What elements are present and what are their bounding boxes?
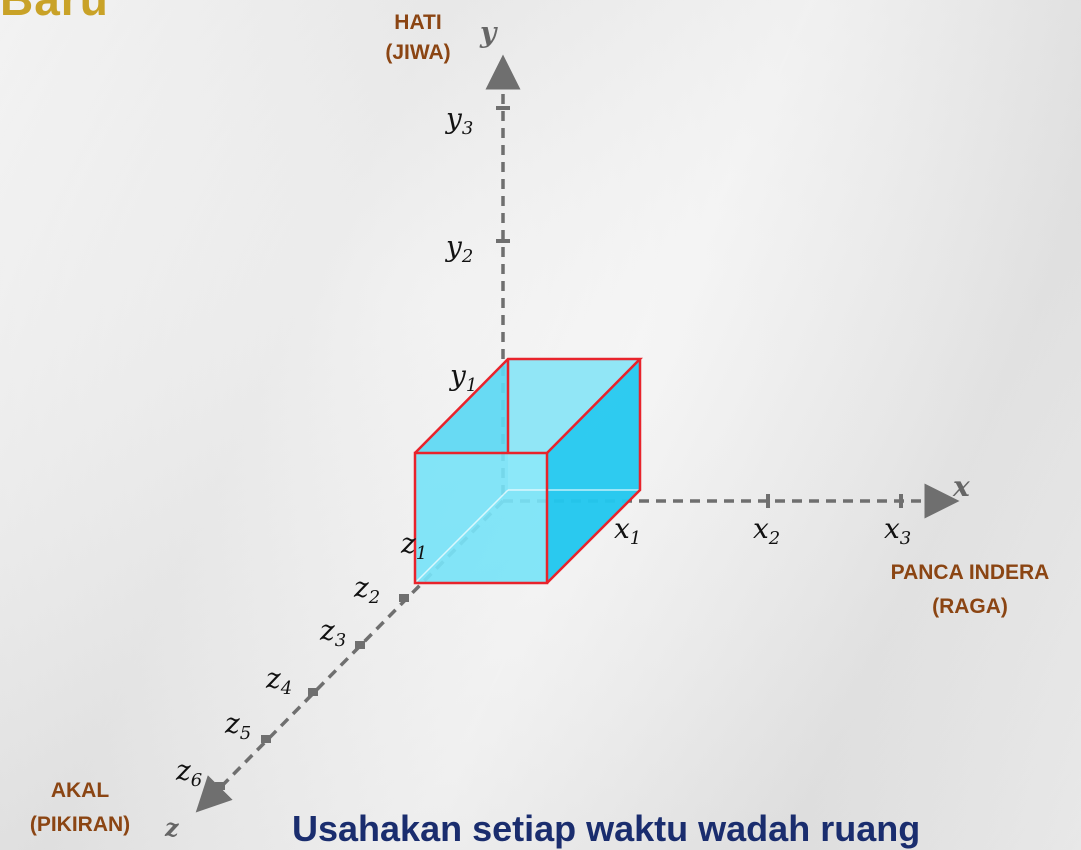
x-ticks [766,494,903,508]
x-axis-category-label: PANCA INDERA (RAGA) [860,560,1080,620]
x1-label: x1 [614,512,641,549]
corner-title: Baru [0,0,109,26]
x2-label: x2 [753,512,780,549]
z1-label: z1 [400,527,427,564]
z-tick-3 [355,641,365,649]
box-red-edges [413,357,643,585]
z-tick-5 [261,735,271,743]
z2-label: z2 [353,571,380,608]
z-tick-2 [399,594,409,602]
z5-label: z5 [224,707,251,744]
cuboid-box [413,357,643,585]
y2-label: y2 [444,230,473,267]
box-right-outline [546,359,642,584]
box-top-outline [414,357,643,454]
y-axis-label-line2: (JIWA) [385,41,451,64]
z-tick-4 [308,688,318,696]
bottom-caption: Usahakan setiap waktu wadah ruang [292,808,921,849]
y-axis-category-label: HATI (JIWA) [368,10,468,66]
z-axis-label-line1: AKAL [50,779,110,802]
y3-label: y3 [444,102,473,139]
box-hidden-edge-2 [414,489,509,584]
box-right-face [547,359,640,583]
y-axis-letter: y [479,16,498,49]
y-ticks [496,106,510,243]
x-axis-letter: x [952,470,970,503]
z-ticks [215,594,409,790]
x3-label: x3 [884,512,911,549]
z3-label: z3 [319,614,346,651]
y1-label: y1 [448,359,477,396]
z4-label: z4 [265,662,292,699]
z-tick-6 [215,782,225,790]
z-axis-letter: z [164,813,180,842]
x-axis-label-line2: (RAGA) [932,595,1008,618]
z-axis-category-label: AKAL (PIKIRAN) [0,778,160,838]
y-axis-label-line1: HATI [394,11,442,34]
z-axis-label-line2: (PIKIRAN) [29,813,131,836]
x-axis-label-line1: PANCA INDERA [890,561,1050,584]
z6-label: z6 [175,754,202,791]
